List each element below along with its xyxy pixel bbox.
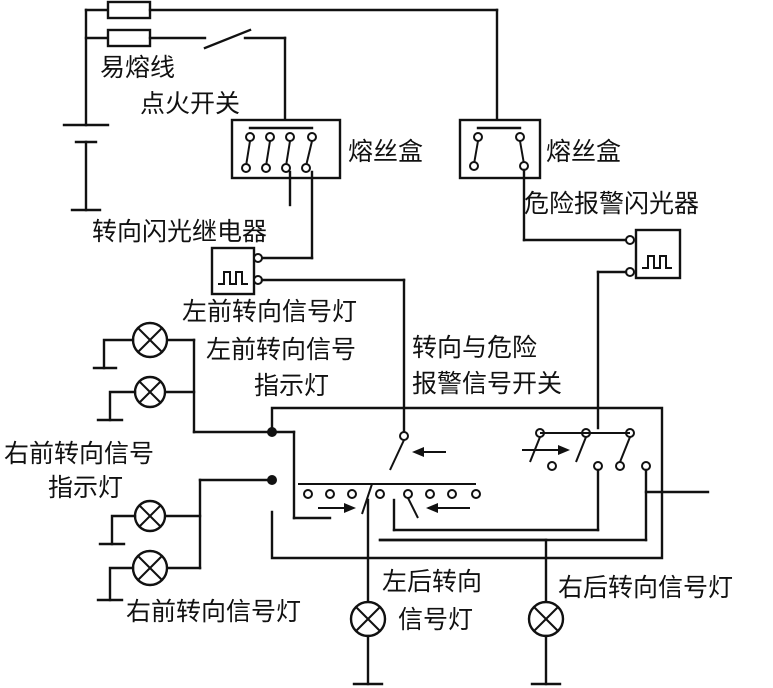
label-ignition-switch: 点火开关: [140, 89, 240, 118]
label-left-front-indicator-line1: 左前转向信号: [206, 335, 356, 364]
lamp-left-front-turn: [92, 321, 169, 370]
label-hazard-flasher: 危险报警闪光器: [524, 189, 699, 218]
label-right-front-turn-lamp: 右前转向信号灯: [126, 597, 301, 626]
lamp-right-front-indicator: [98, 499, 167, 546]
lamp-right-rear-turn: [378, 538, 565, 686]
label-right-front-indicator-line2: 指示灯: [48, 473, 123, 502]
label-fusible-link: 易熔线: [100, 53, 175, 82]
battery-symbol: [62, 8, 110, 212]
lamp-left-front-indicator: [96, 375, 167, 422]
ignition-switch-symbol: [203, 28, 287, 130]
fusible-link-symbol: [84, 0, 499, 130]
label-right-front-indicator-line1: 右前转向信号: [4, 439, 154, 468]
fuse-box-1: [230, 118, 342, 180]
lamp-right-front-turn: [96, 549, 169, 602]
lamp-left-rear-turn: [349, 498, 387, 686]
label-turn-flasher-relay: 转向闪光继电器: [92, 217, 267, 246]
label-left-rear-turn-lamp-line1: 左后转向: [382, 567, 482, 596]
hazard-flasher: [596, 228, 682, 430]
fuse-box-2-label: 熔丝盒: [546, 137, 621, 166]
turn-flasher-relay: [210, 246, 406, 434]
label-turn-hazard-switch-line1: 转向与危险: [412, 333, 537, 362]
label-left-front-indicator-line2: 指示灯: [254, 371, 329, 400]
label-left-front-turn-lamp: 左前转向信号灯: [182, 297, 357, 326]
label-turn-hazard-switch-line2: 报警信号开关: [412, 369, 562, 398]
turn-hazard-switch: [270, 406, 710, 560]
fuse-box-1-label: 熔丝盒: [348, 137, 423, 166]
label-right-rear-turn-lamp: 右后转向信号灯: [558, 573, 733, 602]
fuse-box-2: [458, 118, 542, 180]
label-left-rear-turn-lamp-line2: 信号灯: [398, 605, 473, 634]
